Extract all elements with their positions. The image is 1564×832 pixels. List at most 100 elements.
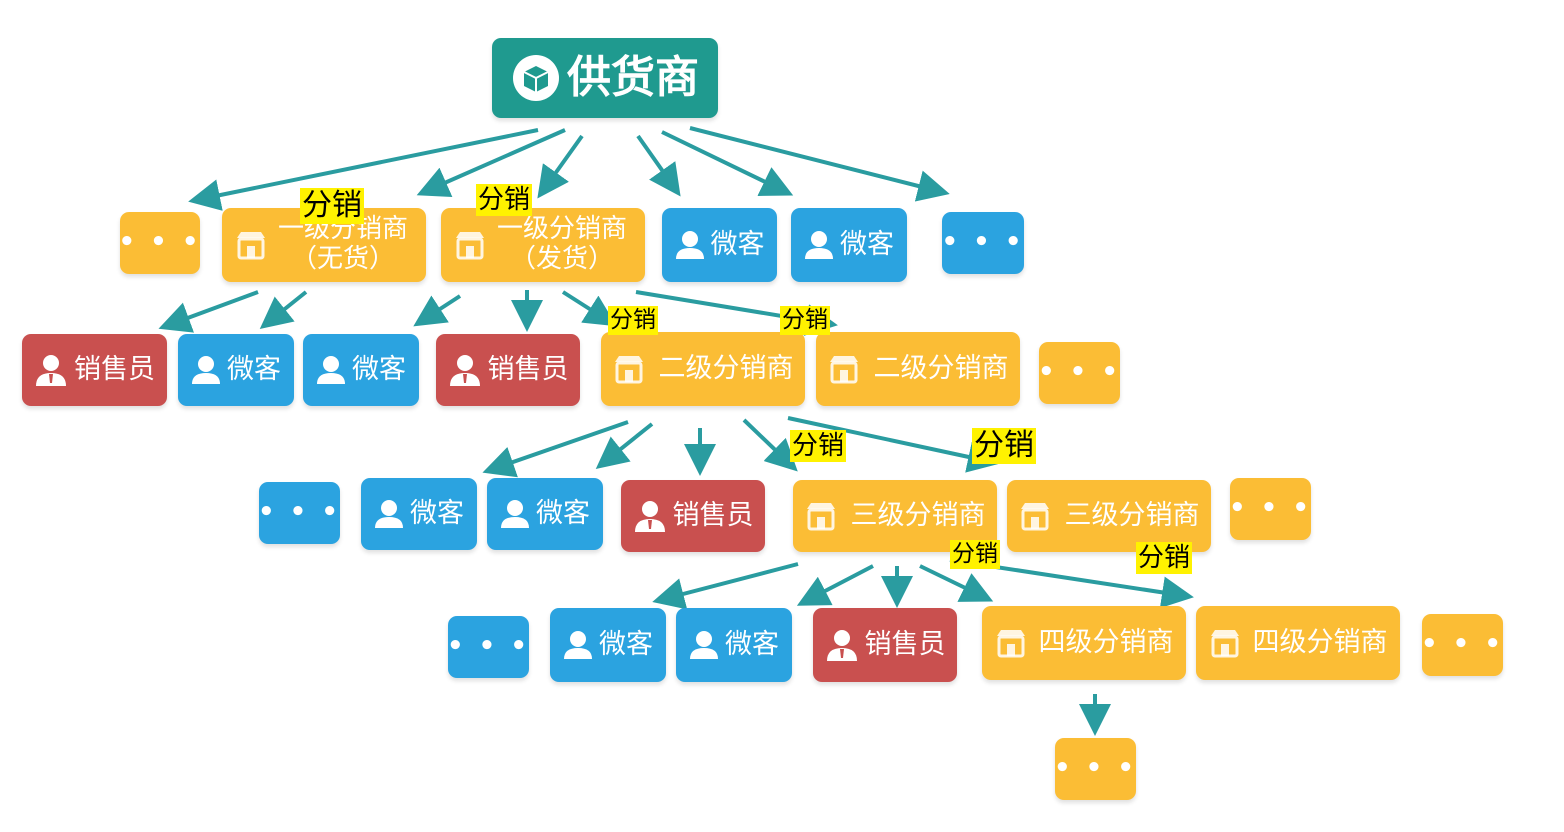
distribution-tag: 分销 — [972, 428, 1036, 464]
more-label: • • • — [258, 497, 341, 528]
more-node: • • • — [1229, 478, 1312, 540]
supplier-label: 供货商 — [567, 51, 699, 103]
shop-icon — [828, 354, 860, 384]
arrow — [787, 416, 1000, 473]
person-icon — [675, 230, 705, 260]
weike-node: 微客 — [550, 608, 666, 682]
more-label: • • • — [118, 227, 202, 258]
person-icon — [191, 355, 221, 385]
node-label: 微客 — [599, 629, 653, 661]
arrow — [259, 290, 308, 329]
node-label: 四级分销商 — [1038, 627, 1174, 659]
person-icon — [563, 630, 593, 660]
more-node: • • • — [258, 482, 341, 544]
arrow — [158, 290, 259, 333]
node-label: 销售员 — [487, 354, 569, 386]
person-icon — [374, 499, 404, 529]
more-node: • • • — [1038, 342, 1121, 404]
node-label: 一级分销商（发货） — [496, 214, 627, 274]
more-label: • • • — [1054, 753, 1137, 784]
shop-icon — [613, 354, 645, 384]
weike-node: 微客 — [303, 334, 419, 406]
salesperson-icon — [825, 628, 859, 662]
shop-icon — [995, 628, 1027, 658]
node-label: 微客 — [410, 498, 464, 530]
box-icon — [511, 53, 561, 103]
distribution-tag: 分销 — [780, 306, 830, 335]
person-icon — [804, 230, 834, 260]
arrow — [652, 562, 799, 610]
node-label: 三级分销商 — [1064, 500, 1200, 532]
weike-node: 微客 — [361, 478, 477, 550]
more-label: • • • — [1421, 629, 1504, 660]
node-label: 销售员 — [74, 354, 155, 386]
salesperson-icon — [633, 499, 667, 533]
more-label: • • • — [447, 631, 530, 662]
node-label: 二级分销商 — [658, 353, 794, 385]
shop-icon — [805, 501, 837, 531]
person-icon — [316, 355, 346, 385]
level4-distributor: 四级分销商 — [982, 606, 1186, 680]
node-label: 微客 — [725, 629, 779, 661]
salesperson-node: 销售员 — [22, 334, 167, 406]
supplier-node: 供货商 — [492, 38, 718, 118]
distribution-tag: 分销 — [790, 430, 847, 462]
weike-node: 微客 — [676, 608, 792, 682]
node-label: 微客 — [710, 229, 765, 261]
arrow — [416, 128, 566, 197]
shop-icon — [1019, 501, 1051, 531]
node-label: 二级分销商 — [873, 353, 1009, 385]
level3-distributor: 三级分销商 — [1007, 480, 1211, 552]
arrow — [636, 134, 681, 197]
distribution-tag: 分销 — [1136, 542, 1193, 574]
arrow — [796, 564, 874, 606]
level1-distributor-ship: 一级分销商（发货） — [441, 208, 645, 282]
distribution-tag: 分销 — [950, 540, 1000, 569]
salesperson-node: 销售员 — [621, 480, 765, 552]
node-label: 四级分销商 — [1252, 627, 1388, 659]
level2-distributor: 二级分销商 — [816, 332, 1020, 406]
arrow — [482, 420, 629, 478]
distribution-tag: 分销 — [300, 188, 364, 224]
arrow — [689, 126, 950, 202]
more-node: • • • — [447, 616, 530, 678]
weike-node: 微客 — [178, 334, 294, 406]
person-icon — [500, 499, 530, 529]
distribution-tag: 分销 — [476, 184, 533, 216]
node-label: 微客 — [227, 354, 281, 386]
arrow — [742, 418, 798, 472]
salesperson-icon — [34, 353, 68, 387]
weike-node: 微客 — [487, 478, 603, 550]
distribution-tag: 分销 — [608, 306, 658, 335]
more-label: • • • — [1038, 357, 1121, 388]
arrow — [413, 294, 462, 327]
arrow — [188, 128, 539, 211]
more-label: • • • — [941, 227, 1025, 258]
weike-node: 微客 — [662, 208, 777, 282]
shop-icon — [1209, 628, 1241, 658]
more-label: • • • — [1229, 493, 1312, 524]
person-icon — [689, 630, 719, 660]
shop-icon — [454, 230, 486, 260]
salesperson-node: 销售员 — [813, 608, 957, 682]
level4-distributor: 四级分销商 — [1196, 606, 1400, 680]
arrow — [661, 130, 794, 196]
more-node: • • • — [942, 212, 1024, 274]
salesperson-icon — [448, 353, 482, 387]
more-node: • • • — [1421, 614, 1504, 676]
node-label: 微客 — [840, 229, 894, 261]
arrow — [537, 134, 584, 199]
arrow — [919, 564, 994, 602]
more-node: • • • — [118, 212, 202, 274]
level2-distributor: 二级分销商 — [601, 332, 805, 406]
node-label: 一级分销商（无货） — [277, 214, 408, 274]
weike-node: 微客 — [791, 208, 907, 282]
node-label: 销售员 — [864, 629, 946, 661]
salesperson-node: 销售员 — [436, 334, 580, 406]
node-label: 微客 — [536, 498, 590, 530]
more-node: • • • — [1054, 738, 1137, 800]
shop-icon — [235, 230, 267, 260]
node-label: 三级分销商 — [850, 500, 986, 532]
node-label: 微客 — [352, 354, 406, 386]
